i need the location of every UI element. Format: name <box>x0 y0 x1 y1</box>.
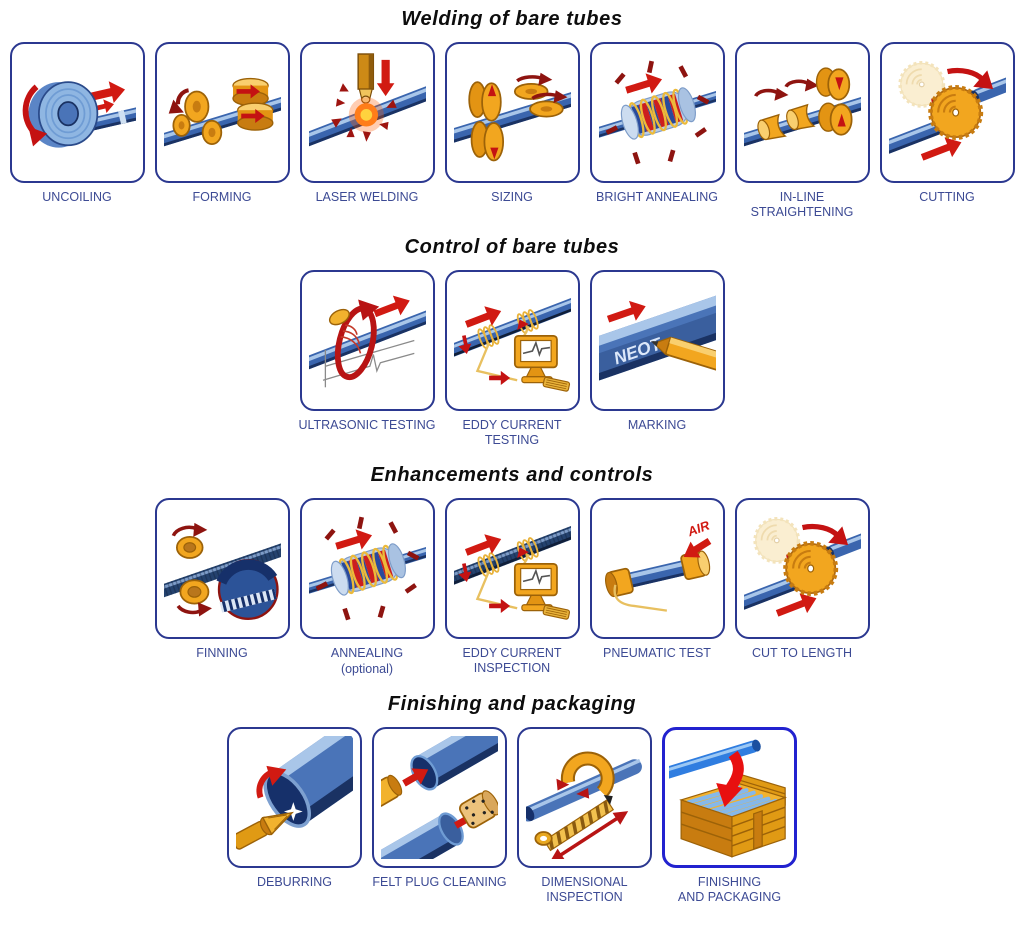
deburring-illustration <box>227 727 362 868</box>
step-label: EDDY CURRENT INSPECTION <box>462 646 562 675</box>
step-label: ULTRASONIC TESTING <box>298 418 436 432</box>
process-step: DIMENSIONAL INSPECTION <box>517 727 652 905</box>
eddy-current-finned-illustration <box>444 498 580 639</box>
step-label: UNCOILING <box>42 190 112 204</box>
step-label: DEBURRING <box>256 875 332 889</box>
process-step: FELT PLUG CLEANING <box>372 727 507 890</box>
process-section: Welding of bare tubes UNCOILING FO <box>0 8 1024 220</box>
process-step: EDDY CURRENT INSPECTION <box>444 498 580 676</box>
svg-text:AIR: AIR <box>684 517 712 539</box>
laser-welding-illustration <box>299 42 435 183</box>
pneumatic-test-illustration: AIR <box>589 498 725 639</box>
marking-illustration: NEOT <box>589 270 725 411</box>
step-label: FELT PLUG CLEANING <box>372 875 507 889</box>
saw-cutting-illustration <box>734 498 870 639</box>
annealing-illustration <box>299 498 435 639</box>
process-step: ULTRASONIC TESTING <box>298 270 436 433</box>
section-row: FINNING ANNEALING (optiona <box>0 498 1024 677</box>
step-label: MARKING <box>627 418 687 432</box>
step-label: CUT TO LENGTH <box>751 646 853 660</box>
tube-process-diagram: Welding of bare tubes UNCOILING FO <box>0 8 1024 905</box>
forming-illustration <box>154 42 290 183</box>
section-title: Welding of bare tubes <box>401 8 623 30</box>
section-row: DEBURRING FELT PLUG CLEANING <box>0 727 1024 905</box>
section-title: Control of bare tubes <box>404 236 620 258</box>
step-label: PNEUMATIC TEST <box>603 646 711 660</box>
process-step: EDDY CURRENT TESTING <box>444 270 580 448</box>
process-step: NEOT MARKING <box>589 270 725 433</box>
process-step: CUT TO LENGTH <box>734 498 870 661</box>
section-row: UNCOILING FORMING <box>0 42 1024 220</box>
process-step: DEBURRING <box>227 727 362 890</box>
step-label: FORMING <box>192 190 252 204</box>
sizing-illustration <box>444 42 580 183</box>
felt-plug-cleaning-illustration <box>372 727 507 868</box>
saw-cutting-illustration <box>879 42 1015 183</box>
step-label: EDDY CURRENT TESTING <box>462 418 562 447</box>
step-sublabel: (optional) <box>340 662 394 676</box>
annealing-illustration <box>589 42 725 183</box>
process-step: LASER WELDING <box>299 42 435 205</box>
process-step: SIZING <box>444 42 580 205</box>
inline-straightening-illustration <box>734 42 870 183</box>
process-step: UNCOILING <box>9 42 145 205</box>
uncoiling-illustration <box>9 42 145 183</box>
packaging-illustration <box>662 727 797 868</box>
step-label: FINNING <box>196 646 248 660</box>
process-step: FORMING <box>154 42 290 205</box>
step-label: FINISHING AND PACKAGING <box>677 875 782 904</box>
process-step: FINISHING AND PACKAGING <box>662 727 797 905</box>
process-step: ANNEALING (optional) <box>299 498 435 677</box>
process-section: Enhancements and controls FINNING <box>0 464 1024 677</box>
eddy-current-testing-illustration <box>444 270 580 411</box>
section-title: Finishing and packaging <box>387 693 637 715</box>
section-title: Enhancements and controls <box>370 464 654 486</box>
process-step: CUTTING <box>879 42 1015 205</box>
step-label: DIMENSIONAL INSPECTION <box>541 875 628 904</box>
process-step: FINNING <box>154 498 290 661</box>
process-step: AIR PNEUMATIC TEST <box>589 498 725 661</box>
step-label: IN-LINE STRAIGHTENING <box>750 190 854 219</box>
step-label: SIZING <box>491 190 533 204</box>
process-step: IN-LINE STRAIGHTENING <box>734 42 870 220</box>
ultrasonic-testing-illustration <box>299 270 435 411</box>
process-step: BRIGHT ANNEALING <box>589 42 725 205</box>
dimensional-inspection-illustration <box>517 727 652 868</box>
process-section: Control of bare tubes ULTRASONIC TESTING <box>0 236 1024 448</box>
step-label: ANNEALING <box>330 646 404 660</box>
finning-illustration <box>154 498 290 639</box>
step-label: LASER WELDING <box>315 190 419 204</box>
process-section: Finishing and packaging DEBURRING <box>0 693 1024 905</box>
step-label: BRIGHT ANNEALING <box>595 190 719 204</box>
step-label: CUTTING <box>919 190 975 204</box>
section-row: ULTRASONIC TESTING EDDY CURRENT TESTING <box>0 270 1024 448</box>
